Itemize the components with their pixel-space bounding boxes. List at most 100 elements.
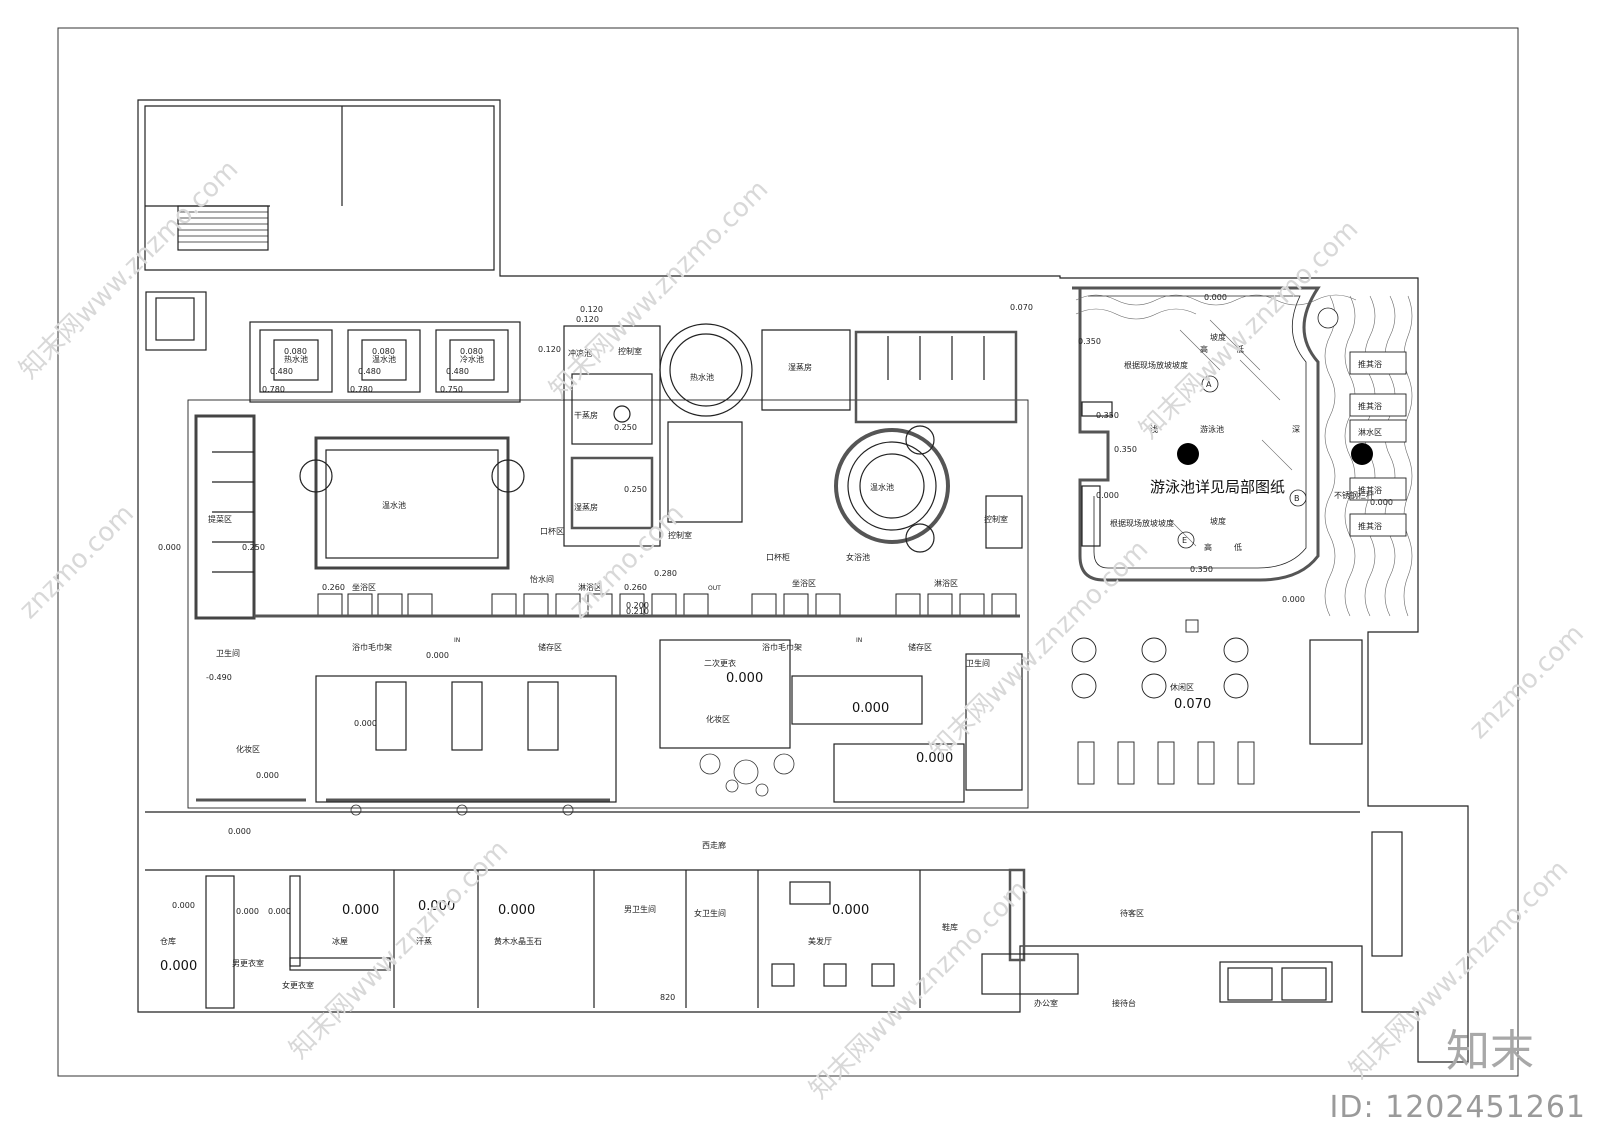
elevation-label: 0.250 bbox=[614, 423, 637, 432]
swimming-label: 游泳池 bbox=[1200, 424, 1224, 434]
elevation-label: 0.780 bbox=[262, 385, 285, 394]
elevation-label: 0.080 bbox=[284, 347, 307, 356]
elevation-label-large: 0.000 bbox=[726, 671, 763, 686]
shoe-room-label: 鞋库 bbox=[942, 922, 958, 932]
elevation-label-large: 0.000 bbox=[342, 903, 379, 918]
elevation-label-large: 0.070 bbox=[1174, 697, 1211, 712]
mid-pool-label: 温水池 bbox=[372, 354, 396, 364]
shallow-label: 浅 bbox=[1150, 424, 1158, 434]
plants bbox=[350, 753, 795, 816]
sheet-frame bbox=[57, 27, 1519, 1077]
elevation-label: 0.000 bbox=[1370, 498, 1393, 507]
watermark-text: 知末网www.znzmo.com bbox=[1134, 214, 1365, 445]
dry-sauna-label: 干蒸房 bbox=[574, 410, 598, 420]
watermark-text: 知末网www.znzmo.com bbox=[924, 534, 1155, 765]
elevation-label: 0.000 bbox=[1096, 491, 1119, 500]
ice-room-label: 冰屋 bbox=[332, 936, 348, 946]
relax-area-label: 提菜区 bbox=[208, 514, 232, 524]
towel-rack-label: 浴巾毛巾架 bbox=[762, 642, 802, 652]
hot-pool-label: 热水池 bbox=[284, 354, 308, 364]
wc-label: 卫生间 bbox=[216, 648, 240, 658]
elevation-label: 0.120 bbox=[538, 345, 561, 354]
out-label: OUT bbox=[708, 585, 721, 592]
elevation-label-large: 0.000 bbox=[160, 959, 197, 974]
sweat-room-label: 汗蒸 bbox=[416, 936, 432, 946]
building-walls bbox=[137, 99, 1469, 1063]
in-label: IN bbox=[856, 637, 862, 644]
elevation-label: 0.080 bbox=[460, 347, 483, 356]
sit-shower-label: 坐浴区 bbox=[352, 582, 376, 592]
sun-bath-label: 推其浴 bbox=[1358, 485, 1382, 495]
watermark-text: znzmo.com bbox=[1464, 619, 1590, 745]
elevation-label: 0.080 bbox=[372, 347, 395, 356]
shower-label: 淋浴区 bbox=[934, 578, 958, 588]
elevation-label-large: 0.000 bbox=[832, 903, 869, 918]
elevation-label: 0.200 bbox=[626, 601, 649, 610]
makeup-label: 化妆区 bbox=[236, 744, 260, 754]
elevation-label: 0.480 bbox=[358, 367, 381, 376]
elevation-label: 0.000 bbox=[256, 771, 279, 780]
office-label: 办公室 bbox=[1034, 998, 1058, 1008]
elevation-label: 0.000 bbox=[268, 907, 291, 916]
towel-rack-label: 浴巾毛巾架 bbox=[352, 642, 392, 652]
watermark-text: 知末网www.znzmo.com bbox=[284, 834, 515, 1065]
shower-label: 淋浴区 bbox=[578, 582, 602, 592]
hot-pool-round-label: 热水池 bbox=[690, 372, 714, 382]
elevation-label: 0.070 bbox=[1010, 303, 1033, 312]
elevation-label: 0.000 bbox=[1204, 293, 1227, 302]
drink-area-label: 怡水间 bbox=[530, 574, 554, 584]
warehouse-label: 仓库 bbox=[160, 936, 176, 946]
elevation-label: 0.210 bbox=[626, 607, 649, 616]
sit-shower-label: 坐浴区 bbox=[792, 578, 816, 588]
steam-room-label: 湿蒸房 bbox=[788, 362, 812, 372]
makeup-label: 化妆区 bbox=[706, 714, 730, 724]
elevation-label: 0.480 bbox=[446, 367, 469, 376]
elevation-label-large: 0.000 bbox=[418, 899, 455, 914]
watermark-text: 知末网www.znzmo.com bbox=[544, 174, 775, 405]
marker-a: A bbox=[1206, 380, 1212, 389]
warm-pool-label: 温水池 bbox=[382, 500, 406, 510]
elevation-label: 0.260 bbox=[322, 583, 345, 592]
elevation-label: 0.350 bbox=[1096, 411, 1119, 420]
elevation-label: 0.000 bbox=[236, 907, 259, 916]
slope-label: 坡度 bbox=[1210, 516, 1226, 526]
elevation-label: -0.490 bbox=[206, 673, 232, 682]
elevation-label: 0.120 bbox=[580, 305, 603, 314]
salon-label: 美发厅 bbox=[808, 936, 832, 946]
sun-bath-label: 推其浴 bbox=[1358, 401, 1382, 411]
elevation-label-large: 0.000 bbox=[916, 751, 953, 766]
male-change-label: 男更衣室 bbox=[232, 958, 264, 968]
elevation-label: 0.350 bbox=[1078, 337, 1101, 346]
image-id: ID: 1202451261 bbox=[1329, 1090, 1586, 1125]
corridor-label: 西走廊 bbox=[702, 840, 726, 850]
elevation-label: 0.000 bbox=[354, 719, 377, 728]
drain-note: 根据现场放坡坡度 bbox=[1124, 360, 1188, 370]
elevation-label: 0.000 bbox=[172, 901, 195, 910]
elevation-label: 0.350 bbox=[1114, 445, 1137, 454]
watermark-text: znzmo.com bbox=[14, 499, 140, 625]
control-room-label: 控制室 bbox=[984, 514, 1008, 524]
elevation-label: 0.280 bbox=[654, 569, 677, 578]
elevation-label: 0.000 bbox=[1282, 595, 1305, 604]
sun-bath-label: 推其浴 bbox=[1358, 521, 1382, 531]
lounge-label: 休闲区 bbox=[1170, 682, 1194, 692]
pool-deck-hatch bbox=[1075, 294, 1413, 617]
elevation-label: 0.120 bbox=[576, 315, 599, 324]
marker-b: B bbox=[1294, 494, 1300, 503]
guard-rail-label: 不锈钢栏杆 bbox=[1334, 490, 1374, 500]
drain-note: 根据现场放坡坡度 bbox=[1110, 518, 1174, 528]
elevation-label: 820 bbox=[660, 993, 675, 1002]
control-room-label: 控制室 bbox=[668, 530, 692, 540]
elevation-label-large: 0.000 bbox=[852, 701, 889, 716]
in-label: IN bbox=[454, 637, 460, 644]
storage-label: 储存区 bbox=[538, 642, 562, 652]
reception-label: 接待台 bbox=[1112, 998, 1136, 1008]
deep-label: 深 bbox=[1292, 425, 1300, 434]
elevation-label: 0.000 bbox=[158, 543, 181, 552]
elevation-label-large: 0.000 bbox=[498, 903, 535, 918]
waiting-label: 待客区 bbox=[1120, 908, 1144, 918]
wet-sauna-label: 湿蒸房 bbox=[574, 502, 598, 512]
pool-marker-dot bbox=[1351, 443, 1373, 465]
elevation-label: 0.780 bbox=[350, 385, 373, 394]
